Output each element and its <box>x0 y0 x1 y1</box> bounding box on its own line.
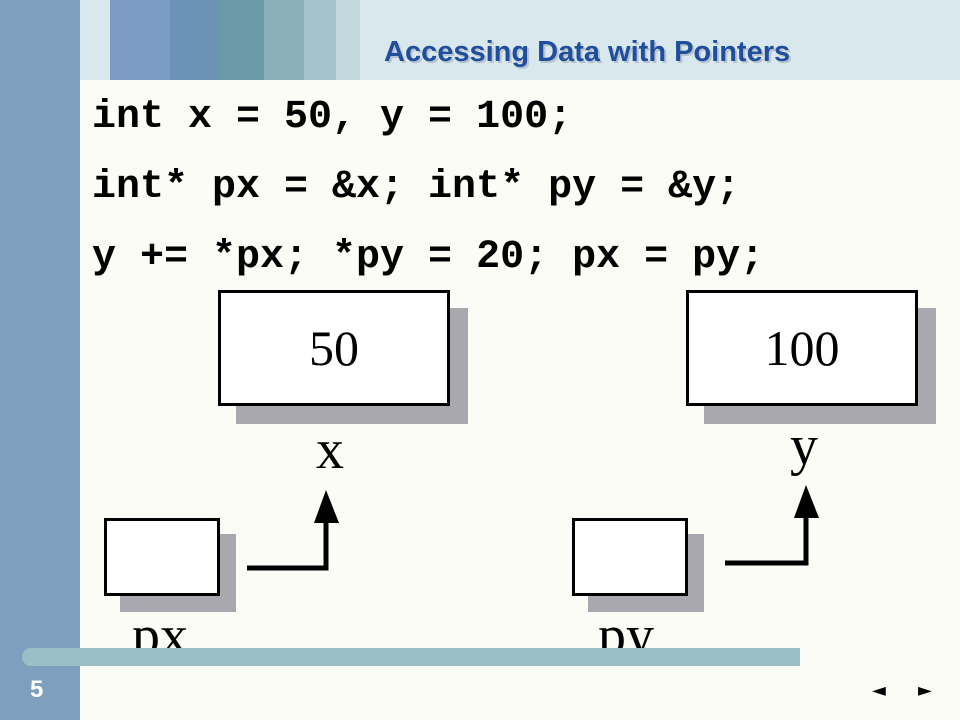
px-to-x-arrow-line <box>247 521 329 571</box>
left-sidebar-bar <box>0 0 80 720</box>
header-stripe <box>170 0 218 80</box>
py-to-y-arrowhead <box>794 485 819 518</box>
code-line-2: int* px = &x; int* py = &y; <box>92 165 741 210</box>
variable-x-box: 50 <box>218 290 450 406</box>
bottom-decoration-bar <box>22 648 800 666</box>
header-stripe <box>110 0 170 80</box>
pointer-py-box <box>572 518 688 596</box>
prev-slide-icon[interactable]: ◄ <box>872 680 886 701</box>
header-stripe <box>336 0 360 80</box>
code-line-3: y += *px; *py = 20; px = py; <box>92 235 765 280</box>
slide-number: 5 <box>30 676 44 703</box>
variable-y-value: 100 <box>764 320 840 376</box>
py-to-y-arrow-line <box>725 516 809 566</box>
variable-x-label: x <box>316 419 344 481</box>
variable-x-value: 50 <box>309 320 359 376</box>
variable-y-box: 100 <box>686 290 918 406</box>
px-to-x-arrowhead <box>314 490 339 523</box>
header-stripe <box>218 0 264 80</box>
next-slide-icon[interactable]: ► <box>918 680 932 701</box>
slide-title: Accessing Data with Pointers <box>384 36 791 68</box>
code-line-1: int x = 50, y = 100; <box>92 95 573 140</box>
header-stripe <box>304 0 336 80</box>
pointer-px-box <box>104 518 220 596</box>
variable-y-label: y <box>790 415 818 477</box>
header-stripe <box>264 0 304 80</box>
